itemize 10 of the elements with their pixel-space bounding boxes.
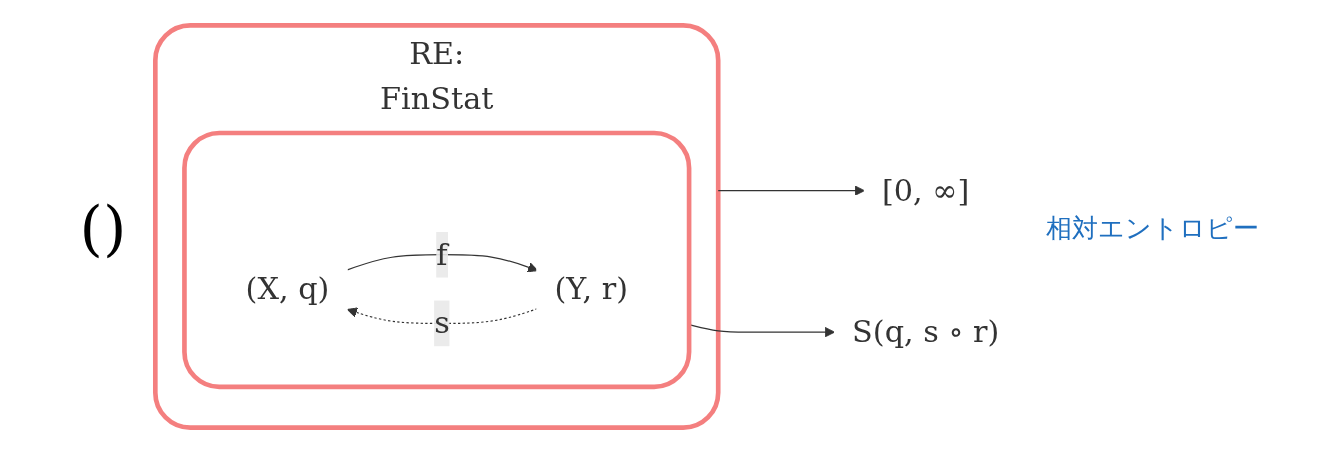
- parenthesis: (: [79, 193, 103, 263]
- node-text: (Y, r): [554, 270, 629, 306]
- edge-label: s: [434, 304, 451, 340]
- edge-label: f: [436, 236, 448, 272]
- node-text: [0, ∞]: [882, 172, 970, 208]
- node-text: (X, q): [245, 270, 330, 306]
- node-text: S(q, s ∘ r): [852, 313, 1000, 349]
- cluster: [182, 130, 692, 389]
- parenthesis: ): [103, 193, 127, 263]
- annotation-text: 相対エントロピー: [1046, 211, 1260, 245]
